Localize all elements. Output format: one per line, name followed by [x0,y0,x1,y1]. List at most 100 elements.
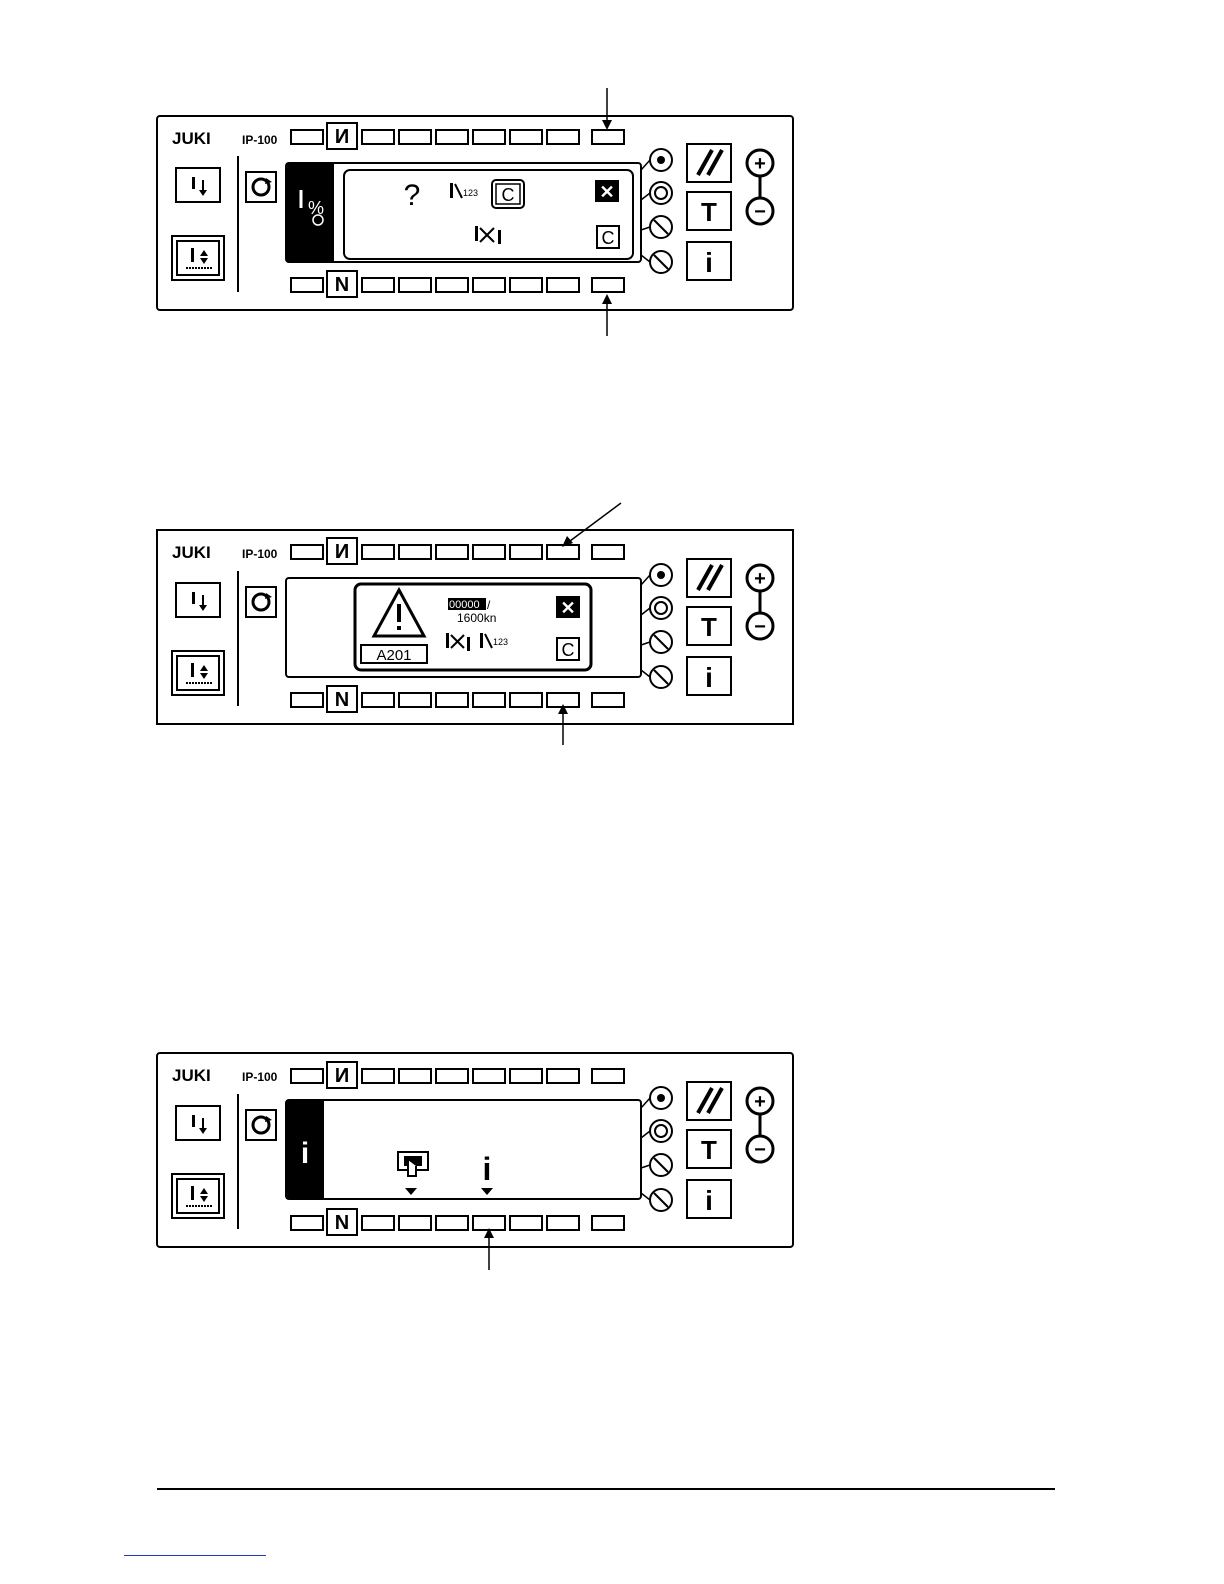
bottom-key-7[interactable] [510,1216,542,1230]
bottom-key-5[interactable] [436,278,468,292]
svg-text:123: 123 [493,637,508,647]
reverse-feed-icon: N [335,126,349,148]
plus-icon: + [754,568,766,590]
error-code: A201 [376,647,411,664]
bottom-key-9[interactable] [592,278,624,292]
bottom-key-8[interactable] [547,1216,579,1230]
reverse-feed-icon: N [335,1065,349,1087]
top-key-6[interactable] [473,130,505,144]
top-key-1[interactable] [291,545,323,559]
top-key-9[interactable] [592,130,624,144]
bottom-key-1[interactable] [291,278,323,292]
bottom-key-9[interactable] [592,693,624,707]
top-key-8[interactable] [547,545,579,559]
information-icon: i [705,1185,713,1216]
information-icon: i [705,662,713,693]
needle-down-key[interactable] [176,168,220,202]
bottom-key-7[interactable] [510,693,542,707]
svg-text:123: 123 [463,188,478,198]
counter-value: 00000 [449,599,480,611]
top-key-1[interactable] [291,1069,323,1083]
top-key-5[interactable] [436,130,468,144]
reset-key[interactable] [687,559,731,597]
rotate-key[interactable] [246,587,276,617]
top-key-5[interactable] [436,1069,468,1083]
top-key-7[interactable] [510,130,542,144]
top-key-1[interactable] [291,130,323,144]
minus-icon: − [754,1139,766,1161]
dialog-box [344,170,633,259]
bottom-key-6[interactable] [473,693,505,707]
close-icon: ✕ [560,598,575,618]
bottom-key-3[interactable] [362,278,394,292]
minus-icon: − [754,201,766,223]
bottom-key-9[interactable] [592,1216,624,1230]
close-icon: ✕ [599,182,614,202]
bottom-key-1[interactable] [291,693,323,707]
bobbin-icon[interactable] [650,182,672,204]
top-key-8[interactable] [547,1069,579,1083]
bottom-key-4[interactable] [399,1216,431,1230]
normal-feed-icon: N [335,1212,349,1234]
top-key-3[interactable] [362,1069,394,1083]
bottom-key-5[interactable] [436,1216,468,1230]
bottom-key-1[interactable] [291,1216,323,1230]
bottom-key-6[interactable] [473,278,505,292]
bottom-key-3[interactable] [362,1216,394,1230]
top-key-4[interactable] [399,130,431,144]
clear-balloon: C [492,180,524,208]
reverse-feed-icon: N [335,541,349,563]
juki-logo: JUKI [172,1066,211,1085]
test-icon: T [701,612,717,642]
counter-limit: 1600kn [457,611,496,625]
bobbin-icon[interactable] [650,1120,672,1142]
footer-divider [157,1488,1055,1490]
footer-link-underline [124,1555,266,1556]
top-key-9[interactable] [592,545,624,559]
panel-3: JUKI IP-100 N [157,1053,793,1270]
top-key-8[interactable] [547,130,579,144]
top-key-3[interactable] [362,130,394,144]
bottom-key-6[interactable] [473,1216,505,1230]
test-icon: T [701,197,717,227]
clear-icon: C [562,640,575,660]
top-key-6[interactable] [473,1069,505,1083]
model-label: IP-100 [242,547,278,561]
panel-1: JUKI IP-100 N [157,88,793,336]
normal-feed-icon: N [335,274,349,296]
bottom-key-3[interactable] [362,693,394,707]
information-icon: i [705,247,713,278]
reset-key[interactable] [687,144,731,182]
top-key-7[interactable] [510,1069,542,1083]
needle-down-key[interactable] [176,1106,220,1140]
top-key-4[interactable] [399,545,431,559]
bottom-key-7[interactable] [510,278,542,292]
question-mark: ? [404,179,421,212]
top-key-9[interactable] [592,1069,624,1083]
model-label: IP-100 [242,133,278,147]
svg-text:C: C [502,185,515,205]
information-icon[interactable]: i [481,1151,493,1195]
reset-key[interactable] [687,1082,731,1120]
model-label: IP-100 [242,1070,278,1084]
clear-icon: C [602,228,615,248]
minus-icon: − [754,616,766,638]
bobbin-icon[interactable] [650,597,672,619]
rotate-key[interactable] [246,172,276,202]
juki-logo: JUKI [172,543,211,562]
needle-down-key[interactable] [176,583,220,617]
rotate-key[interactable] [246,1110,276,1140]
top-key-3[interactable] [362,545,394,559]
top-key-6[interactable] [473,545,505,559]
top-key-5[interactable] [436,545,468,559]
top-key-4[interactable] [399,1069,431,1083]
lcd-screen [286,1100,641,1199]
bottom-key-5[interactable] [436,693,468,707]
plus-icon: + [754,1091,766,1113]
top-key-7[interactable] [510,545,542,559]
test-icon: T [701,1135,717,1165]
bottom-key-4[interactable] [399,693,431,707]
bottom-key-8[interactable] [547,278,579,292]
bottom-key-4[interactable] [399,278,431,292]
